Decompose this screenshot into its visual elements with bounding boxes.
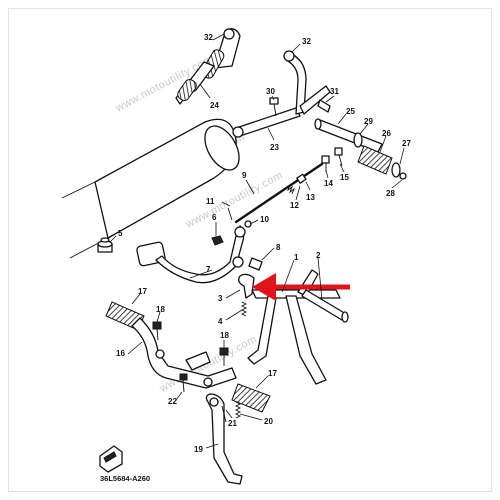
leader-lines — [109, 33, 405, 449]
callout-13: 13 — [306, 193, 315, 202]
part-10-clip — [244, 220, 252, 228]
part-8-spring — [248, 257, 263, 271]
callout-8: 8 — [276, 243, 281, 252]
callout-32: 32 — [302, 37, 311, 46]
part-2-pivot-shaft — [301, 289, 349, 323]
callout-18: 18 — [156, 305, 165, 314]
callout-7: 7 — [206, 265, 211, 274]
callout-15: 15 — [340, 173, 349, 182]
callout-17: 17 — [138, 287, 147, 296]
part-24-shift-pedal — [175, 28, 241, 105]
part-31-clip — [317, 99, 331, 113]
callout-32: 32 — [204, 33, 213, 42]
callout-29: 29 — [364, 117, 373, 126]
part-15-nut — [334, 147, 343, 167]
part-20-spring — [234, 401, 242, 419]
callout-22: 22 — [168, 397, 177, 406]
callout-24: 24 — [210, 101, 219, 110]
diagram-frame — [8, 8, 492, 492]
callout-30: 30 — [266, 87, 275, 96]
part-5-damper — [97, 237, 113, 253]
callout-28: 28 — [386, 189, 395, 198]
callout-16: 16 — [116, 349, 125, 358]
callout-10: 10 — [260, 215, 269, 224]
muffler-outline — [61, 118, 240, 259]
part-7-brake-pedal — [136, 225, 246, 284]
callout-23: 23 — [270, 143, 279, 152]
highlight-arrow — [252, 273, 350, 301]
callout-labels: 32 32 24 30 31 25 29 26 27 28 23 14 15 1… — [116, 33, 411, 454]
part-3-spring — [238, 273, 255, 299]
part-16-footrest-bracket — [105, 301, 271, 413]
callout-6: 6 — [212, 213, 217, 222]
callout-21: 21 — [228, 419, 237, 428]
callout-25: 25 — [346, 107, 355, 116]
callout-14: 14 — [324, 179, 333, 188]
callout-11: 11 — [206, 197, 215, 206]
callout-17: 17 — [268, 369, 277, 378]
part-19-side-stand — [205, 393, 243, 485]
part-4-spring — [240, 301, 248, 317]
part-22-bolt — [179, 373, 188, 393]
part-21-bolt — [221, 405, 227, 423]
part-30-bolt — [269, 97, 279, 117]
part-26-footrest-grip — [353, 132, 407, 180]
callout-19: 19 — [194, 445, 203, 454]
callout-18: 18 — [220, 331, 229, 340]
callout-9: 9 — [242, 171, 247, 180]
callout-3: 3 — [218, 294, 223, 303]
part-9-brake-rod — [234, 162, 324, 224]
part-11-pin — [227, 207, 233, 221]
diagram-code: 36L5684-A260 — [100, 474, 150, 483]
callout-1: 1 — [294, 253, 299, 262]
callout-20: 20 — [264, 417, 273, 426]
callout-27: 27 — [402, 139, 411, 148]
callout-5: 5 — [118, 229, 123, 238]
callout-2: 2 — [316, 251, 321, 260]
front-direction-icon — [99, 445, 123, 473]
callout-12: 12 — [290, 201, 299, 210]
callout-4: 4 — [218, 317, 223, 326]
callout-26: 26 — [382, 129, 391, 138]
callout-31: 31 — [330, 87, 339, 96]
part-6-nut — [211, 235, 224, 246]
